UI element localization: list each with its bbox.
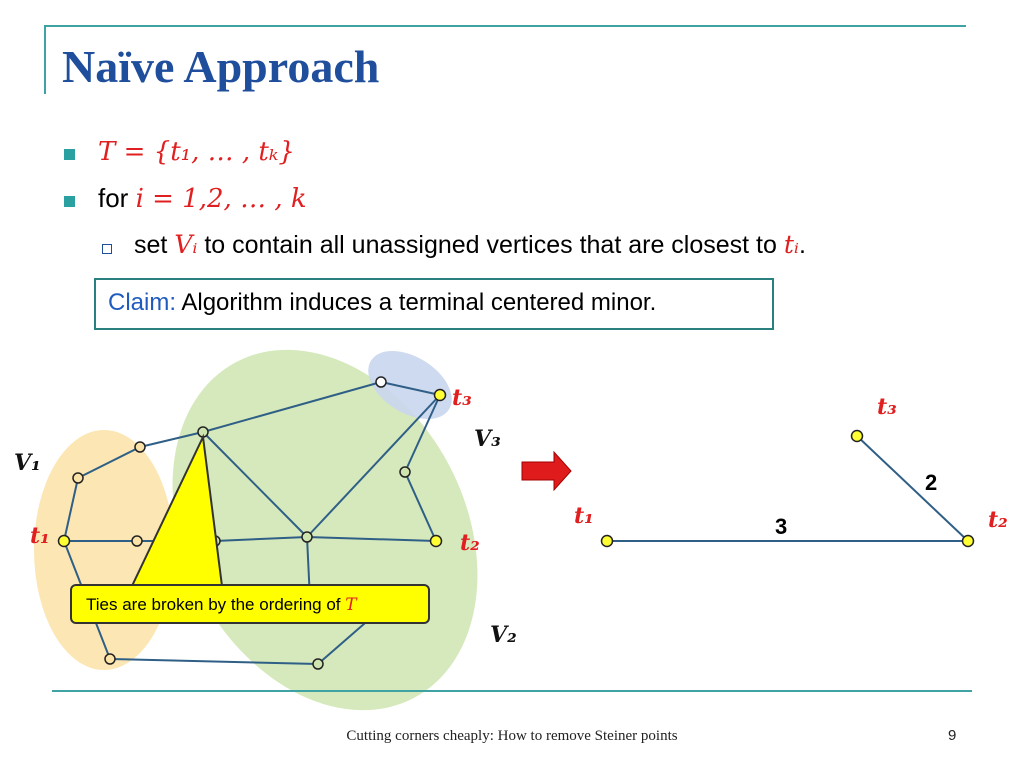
right-arrow-icon (521, 450, 572, 492)
region-v3-label: V₃ (474, 426, 501, 452)
terminal-t1-node (57, 534, 71, 548)
sub-bullet-prefix: set (134, 231, 168, 259)
region-v2-label: V₂ (490, 622, 517, 648)
bullet-2-math: i = 1,2, … , k (135, 184, 307, 214)
claim-box: Claim: Algorithm induces a terminal cent… (94, 278, 774, 330)
callout-text: Ties are broken by the ordering of (86, 595, 341, 614)
terminal-t2-node (429, 534, 443, 548)
t2-label: t₂ (460, 530, 480, 556)
t3-label: t₃ (452, 385, 472, 411)
right-graph-edges (607, 435, 969, 542)
bullet-2: for i = 1,2, … , k (98, 183, 307, 214)
footer-divider (52, 690, 972, 692)
edge-weight-t3-t2: 2 (925, 470, 937, 495)
sub-bullet-end: . (798, 231, 806, 259)
sub-bullet: set Vᵢ to contain all unassigned vertice… (134, 230, 806, 260)
right-t1-label: t₁ (574, 503, 594, 529)
bullet-1-math: T = {t₁, … , tₖ} (98, 137, 295, 167)
bullet-square-icon (64, 196, 75, 207)
right-t2-label: t₂ (988, 507, 1008, 533)
claim-label: Claim: (108, 289, 177, 316)
terminal-t3-node (433, 388, 447, 402)
title-frame-top (44, 25, 966, 27)
edge-weight-t1-t2: 3 (775, 514, 787, 539)
callout-var: T (345, 595, 357, 615)
left-graph-edges (63, 381, 441, 665)
bullet-2-prefix: for (98, 183, 129, 213)
region-v3 (368, 350, 452, 420)
region-v1-label: V₁ (14, 450, 41, 476)
bullet-square-icon (64, 149, 75, 160)
sub-bullet-var2: tᵢ (783, 230, 799, 259)
claim-text: Algorithm induces a terminal centered mi… (181, 289, 657, 316)
slide-title: Naïve Approach (62, 41, 380, 92)
sub-bullet-var: Vᵢ (174, 230, 198, 259)
t1-label: t₁ (30, 523, 50, 549)
sub-bullet-text: to contain all unassigned vertices that … (204, 231, 777, 259)
page-number: 9 (948, 727, 957, 744)
title-frame-left (44, 26, 46, 94)
right-t3-label: t₃ (877, 394, 897, 420)
sub-bullet-square-icon (102, 244, 112, 254)
tie-callout: Ties are broken by the ordering of T (70, 584, 430, 624)
right-graph-nodes (600, 429, 975, 548)
bullet-1: T = {t₁, … , tₖ} (98, 136, 295, 167)
footer-text: Cutting corners cheaply: How to remove S… (346, 728, 678, 744)
